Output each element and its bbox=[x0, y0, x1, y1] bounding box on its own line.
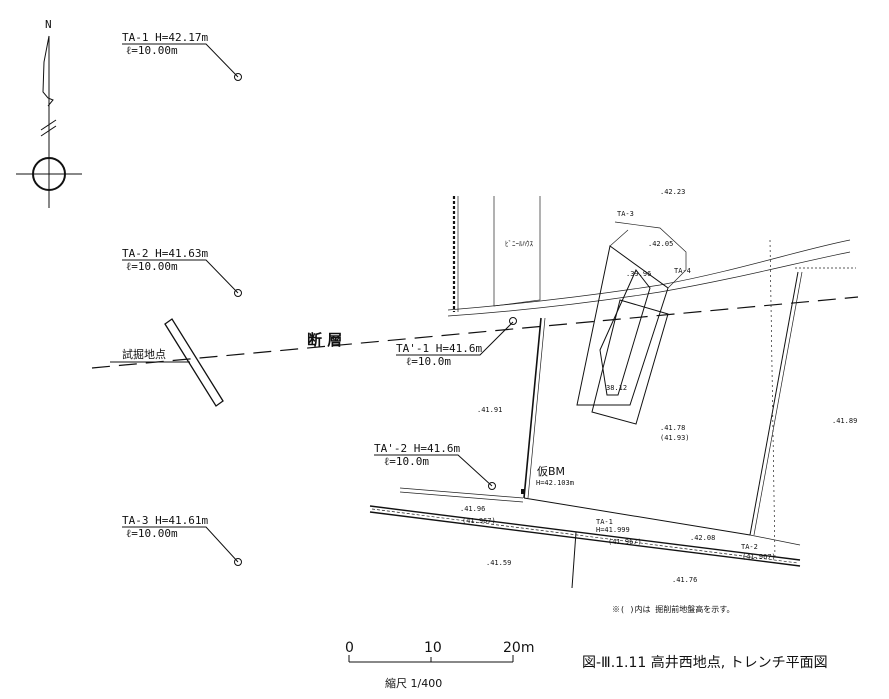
lower-road: TA-1 H=41.999 TA-2 (41.967) (41.967) (41… bbox=[369, 505, 801, 589]
borehole-marker bbox=[234, 73, 242, 81]
svg-text:TA-3 H=41.61m: TA-3 H=41.61m bbox=[122, 514, 208, 527]
borehole-marker bbox=[234, 289, 242, 297]
trench-outline: TA-3 TA-4 bbox=[576, 210, 691, 425]
ta2-mark: TA-2 bbox=[741, 543, 758, 551]
ta1-mark: TA-1 bbox=[596, 518, 613, 526]
svg-text:ℓ=10.00m: ℓ=10.00m bbox=[126, 260, 178, 273]
svg-text:TA'-2 H=41.6m: TA'-2 H=41.6m bbox=[374, 442, 460, 455]
north-label: N bbox=[45, 18, 52, 31]
scale-label: 縮尺 1/400 bbox=[385, 676, 442, 690]
road-boundary bbox=[447, 239, 856, 317]
svg-text:ℓ=10.0m: ℓ=10.0m bbox=[384, 455, 429, 468]
ta3-mark: TA-3 bbox=[617, 210, 634, 218]
svg-text:.41.76: .41.76 bbox=[672, 576, 697, 584]
footnote: ※( )内は 掘削前地盤高を示す。 bbox=[612, 604, 734, 614]
svg-text:(41.93): (41.93) bbox=[660, 434, 690, 442]
figure-caption: 図-Ⅲ.1.11 高井西地点, トレンチ平面図 bbox=[582, 654, 828, 671]
fault-label: 断 層 bbox=[307, 331, 342, 349]
borehole-ta1: TA-1 H=42.17m ℓ=10.00m bbox=[122, 31, 242, 81]
svg-text:TA'-1 H=41.6m: TA'-1 H=41.6m bbox=[396, 342, 482, 355]
benchmark: 仮BM H=42.103m bbox=[521, 465, 574, 494]
borehole-ta3: TA-3 H=41.61m ℓ=10.00m bbox=[122, 514, 242, 566]
borehole-tap1: TA'-1 H=41.6m ℓ=10.0m bbox=[396, 317, 517, 368]
svg-text:ℓ=10.00m: ℓ=10.00m bbox=[126, 44, 178, 57]
svg-text:.42.08: .42.08 bbox=[690, 534, 715, 542]
borehole-marker bbox=[488, 482, 496, 490]
svg-text:.41.91: .41.91 bbox=[477, 406, 502, 414]
svg-text:.41.96: .41.96 bbox=[460, 505, 485, 513]
svg-text:ℓ=10.0m: ℓ=10.0m bbox=[406, 355, 451, 368]
site-boundary bbox=[399, 239, 803, 561]
benchmark-label: 仮BM bbox=[537, 465, 565, 478]
svg-text:38.12: 38.12 bbox=[606, 384, 627, 392]
spot-elevations: .42.23 .42.05 .39.96 38.12 .41.91 .41.78… bbox=[460, 188, 857, 584]
svg-text:.42.05: .42.05 bbox=[648, 240, 673, 248]
svg-text:(41.967): (41.967) bbox=[742, 553, 776, 561]
svg-text:.41.59: .41.59 bbox=[486, 559, 511, 567]
pipe-line bbox=[523, 317, 546, 499]
svg-text:ℓ=10.00m: ℓ=10.00m bbox=[126, 527, 178, 540]
vinyl-house: ﾋﾞﾆｰﾙﾊｳｽ bbox=[452, 196, 541, 312]
vinyl-house-label: ﾋﾞﾆｰﾙﾊｳｽ bbox=[505, 240, 533, 248]
svg-text:(41.967): (41.967) bbox=[608, 538, 642, 546]
svg-text:0: 0 bbox=[345, 640, 354, 656]
svg-text:TA-1 H=42.17m: TA-1 H=42.17m bbox=[122, 31, 208, 44]
test-pit-rect bbox=[164, 318, 224, 407]
test-pit: 試掘地点 bbox=[110, 318, 224, 407]
svg-text:.41.78: .41.78 bbox=[660, 424, 685, 432]
scale-bar: 0 10 20m 縮尺 1/400 bbox=[345, 640, 534, 690]
borehole-marker bbox=[234, 558, 242, 566]
benchmark-value: H=42.103m bbox=[536, 479, 574, 487]
fault-line: 断 層 bbox=[91, 296, 859, 369]
svg-text:TA-2 H=41.63m: TA-2 H=41.63m bbox=[122, 247, 208, 260]
borehole-tap2: TA'-2 H=41.6m ℓ=10.0m bbox=[374, 442, 496, 490]
test-site-label: 試掘地点 bbox=[122, 347, 166, 361]
ta1-h: H=41.999 bbox=[596, 526, 630, 534]
svg-text:.42.23: .42.23 bbox=[660, 188, 685, 196]
svg-text:.39.96: .39.96 bbox=[626, 270, 651, 278]
north-arrow-icon: N bbox=[16, 18, 82, 208]
svg-text:20m: 20m bbox=[503, 640, 534, 656]
svg-text:.41.89: .41.89 bbox=[832, 417, 857, 425]
borehole-ta2: TA-2 H=41.63m ℓ=10.00m bbox=[122, 247, 242, 297]
svg-text:10: 10 bbox=[424, 640, 442, 656]
borehole-marker bbox=[509, 317, 517, 325]
ta4-mark: TA-4 bbox=[674, 267, 691, 275]
svg-text:(41.967): (41.967) bbox=[462, 517, 496, 525]
